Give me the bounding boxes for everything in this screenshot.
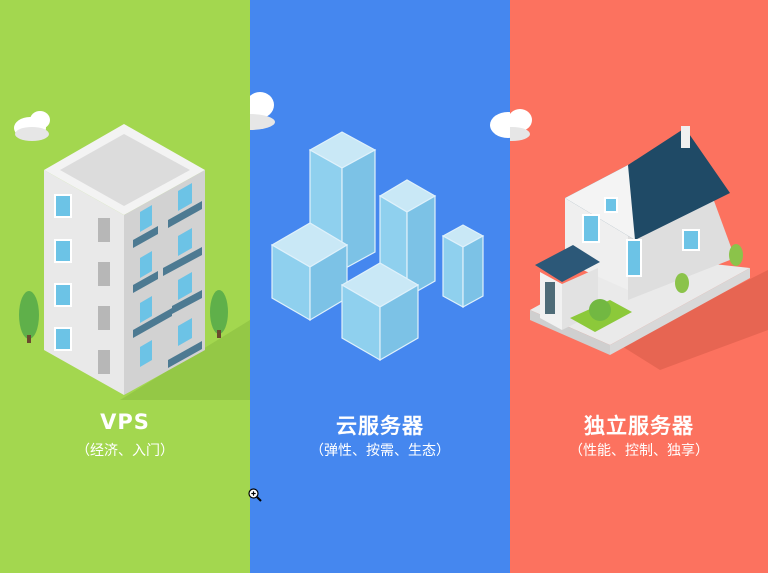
cloud-icon xyxy=(250,92,275,130)
cloud-server-subtitle: （弹性、按需、生态） xyxy=(310,443,450,459)
tree-icon xyxy=(210,290,228,338)
tree-icon xyxy=(19,291,39,343)
vps-title: VPS xyxy=(100,410,150,434)
detached-house-icon xyxy=(510,109,768,370)
dedicated-server-panel: 独立服务器 （性能、控制、独享） xyxy=(510,0,768,573)
zoom-in-cursor-icon xyxy=(248,488,262,502)
apartment-building-icon xyxy=(14,111,250,400)
cloud-server-title: 云服务器 xyxy=(336,414,424,438)
vps-subtitle: （经济、入门） xyxy=(76,443,174,459)
cloud-icon xyxy=(510,109,532,141)
glass-cube-cluster-icon xyxy=(250,92,510,362)
cloud-server-panel: 云服务器 （弹性、按需、生态） xyxy=(250,0,510,573)
cloud-icon xyxy=(14,111,50,141)
dedicated-server-title: 独立服务器 xyxy=(584,414,694,438)
dedicated-server-subtitle: （性能、控制、独享） xyxy=(569,443,709,459)
vps-panel: VPS （经济、入门） xyxy=(0,0,250,573)
cloud-icon xyxy=(490,111,510,138)
